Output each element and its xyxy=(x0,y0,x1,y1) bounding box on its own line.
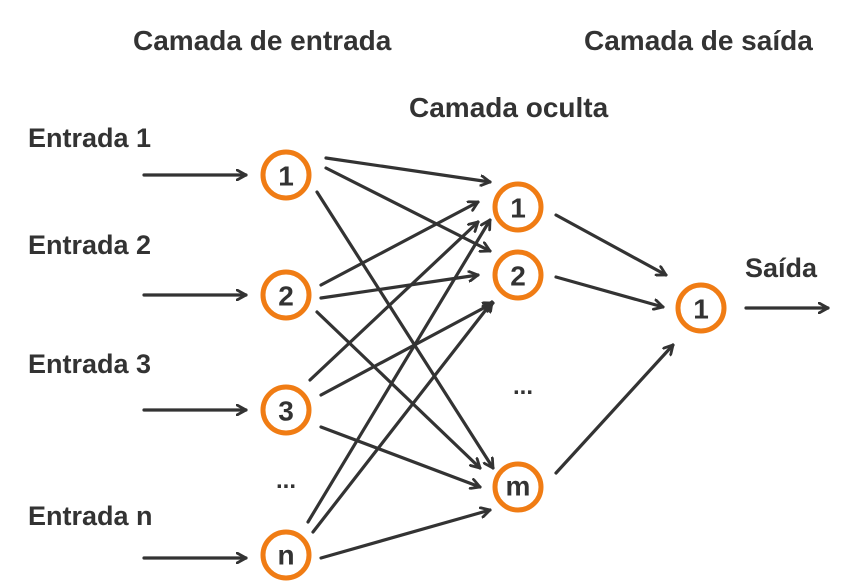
node-label: 2 xyxy=(510,261,526,292)
node-label: n xyxy=(277,540,294,571)
edge-hidden-1-to-output-1 xyxy=(554,213,668,277)
edge-input-1-to-hidden-1 xyxy=(324,156,492,182)
node-label: 2 xyxy=(278,281,294,312)
input-node-1: 1 xyxy=(260,149,312,201)
edge-input-2-to-hidden-m xyxy=(315,310,482,470)
node-ring xyxy=(675,282,727,334)
node-ring xyxy=(260,269,312,321)
edge-input-1-to-hidden-m xyxy=(315,190,495,470)
hidden-layer-title: Camada oculta xyxy=(409,92,609,123)
edge-hidden-2-to-output-1 xyxy=(554,275,665,307)
edge-input-n-to-hidden-2 xyxy=(311,300,494,534)
hidden-ellipsis: ... xyxy=(513,373,533,400)
node-label: 1 xyxy=(510,193,526,224)
edge-input-3-to-hidden-2 xyxy=(319,301,495,397)
edges xyxy=(306,156,675,560)
node-ring xyxy=(492,461,544,513)
output-label: Saída xyxy=(745,253,818,283)
input-node-3: 3 xyxy=(260,384,312,436)
node-ring xyxy=(492,181,544,233)
input-ellipsis: ... xyxy=(276,467,296,494)
node-ring xyxy=(492,249,544,301)
node-label: 1 xyxy=(693,294,709,325)
edge-input-3-to-hidden-m xyxy=(319,425,482,487)
input-label-n: Entrada n xyxy=(28,501,153,531)
input-node-2: 2 xyxy=(260,269,312,321)
edge-input-3-to-hidden-1 xyxy=(308,220,480,382)
edge-input-n-to-hidden-m xyxy=(319,510,492,560)
input-arrows xyxy=(142,175,830,558)
edge-input-2-to-hidden-2 xyxy=(319,275,480,300)
node-ring xyxy=(260,529,312,581)
node-label: 3 xyxy=(278,396,294,427)
hidden-node-2: 2 xyxy=(492,249,544,301)
hidden-node-1: 1 xyxy=(492,181,544,233)
hidden-node-m: m xyxy=(492,461,544,513)
node-label: 1 xyxy=(278,161,294,192)
output-node-1: 1 xyxy=(675,282,727,334)
input-node-n: n xyxy=(260,529,312,581)
input-label-3: Entrada 3 xyxy=(28,349,151,379)
input-label-1: Entrada 1 xyxy=(28,123,151,153)
edge-hidden-m-to-output-1 xyxy=(554,343,675,475)
node-ring xyxy=(260,384,312,436)
edge-input-2-to-hidden-1 xyxy=(319,202,480,287)
input-layer-title: Camada de entrada xyxy=(133,25,392,56)
edge-input-n-to-hidden-1 xyxy=(306,218,492,524)
input-label-2: Entrada 2 xyxy=(28,230,151,260)
output-layer-title: Camada de saída xyxy=(584,25,813,56)
node-ring xyxy=(260,149,312,201)
node-label: m xyxy=(506,471,531,502)
